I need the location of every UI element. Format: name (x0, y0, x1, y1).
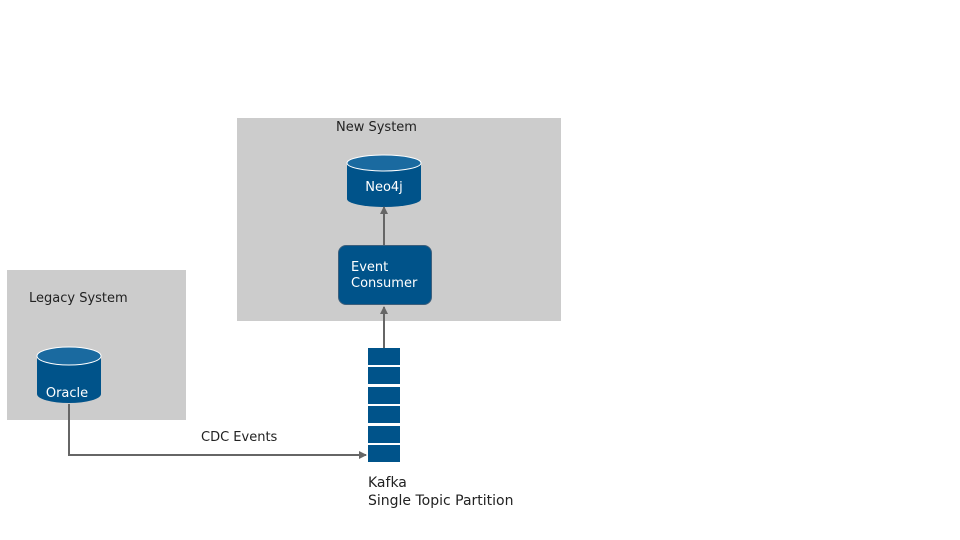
event-consumer-label-line1: Event (351, 260, 389, 275)
kafka-segment (368, 348, 400, 365)
kafka-segment (368, 445, 400, 462)
new-system-label: New System (336, 120, 417, 135)
oracle-label: Oracle (46, 386, 88, 401)
event-consumer-node: Event Consumer (338, 245, 432, 305)
kafka-segment (368, 426, 400, 443)
legacy-system-label: Legacy System (29, 291, 128, 306)
oracle-database-icon: Oracle (36, 346, 102, 403)
cdc-events-label: CDC Events (201, 430, 278, 445)
kafka-name: Kafka (368, 475, 407, 491)
neo4j-label: Neo4j (365, 180, 403, 195)
kafka-segment (368, 406, 400, 423)
kafka-partition-label: Single Topic Partition (368, 493, 514, 509)
event-consumer-label-line2: Consumer (351, 276, 418, 291)
neo4j-database-icon: Neo4j (346, 154, 422, 207)
kafka-segment (368, 387, 400, 404)
cdc-events-arrow (68, 404, 367, 459)
kafka-segment (368, 367, 400, 384)
kafka-caption: Kafka Single Topic Partition (368, 474, 514, 510)
